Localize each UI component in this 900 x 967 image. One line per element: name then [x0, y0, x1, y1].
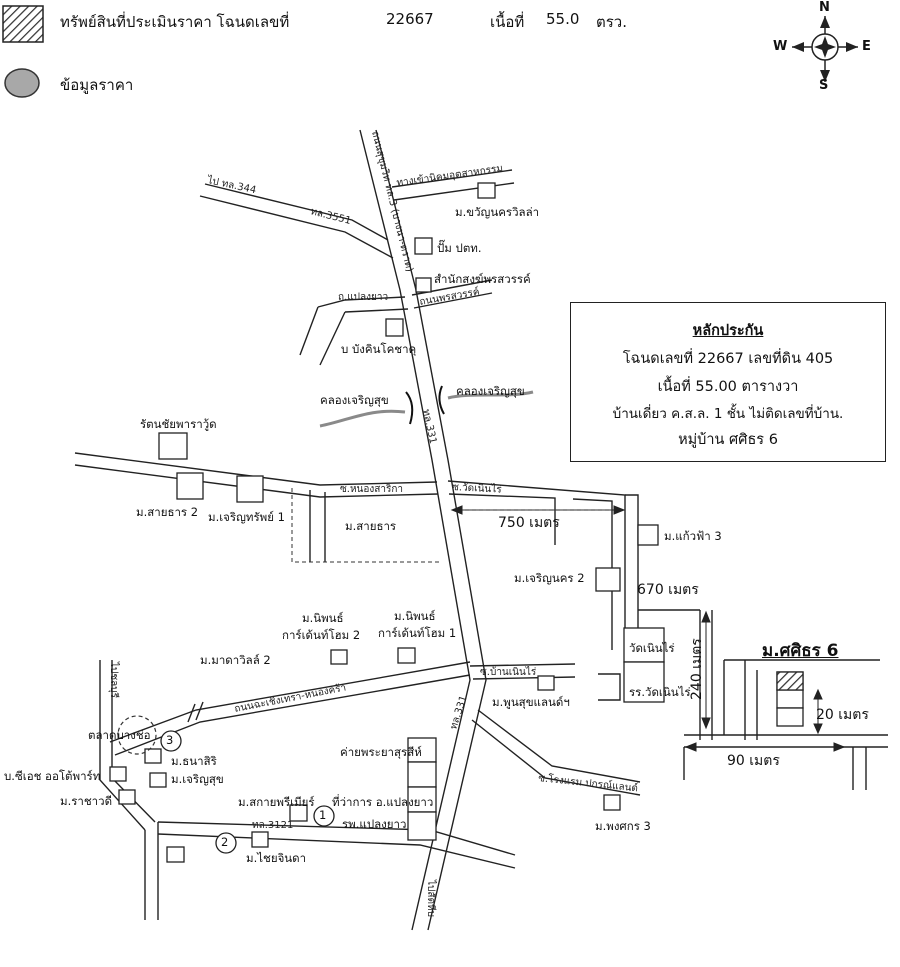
label-market: ตลาดบางช่อ	[88, 728, 151, 742]
compass-w: W	[773, 39, 788, 54]
label-m-kaewfa3: ม.แก้วฟ้า 3	[664, 529, 722, 543]
collateral-building: บ้านเดี่ยว ค.ส.ล. 1 ชั้น ไม่ติดเลขที่บ้า…	[612, 406, 844, 422]
label-wat-noen-rai: วัดเนินไร่	[629, 641, 675, 655]
label-m-saithan: ม.สายธาร	[345, 519, 397, 533]
label-m-charoen-nakhon2: ม.เจริญนคร 2	[514, 571, 585, 585]
market-marker	[117, 715, 157, 755]
collateral-deed: โฉนดเลขที่ 22667 เลขที่ดิน 405	[622, 351, 834, 367]
main-road-right-edge	[375, 129, 487, 931]
label-bc-auto: บ.ซีเอช ออโต้พาร์ท	[4, 769, 101, 783]
area-value: 55.0	[546, 10, 580, 28]
label-rattanachai: รัตนชัยพาราวู้ด	[140, 417, 217, 431]
distance-240m: 240 เมตร	[689, 638, 705, 700]
label-m-chaichinda: ม.ไชยจินดา	[246, 851, 307, 865]
label-m-rachawadi: ม.ราชาวดี	[60, 794, 113, 808]
road-label-tl331-a: ทล.331	[420, 408, 438, 445]
collateral-village: หมู่บ้าน ศศิธร 6	[678, 432, 778, 448]
label-m-phunsuk: ม.พูนสุขแลนด์ฯ	[492, 695, 570, 709]
road-label-wat-noen-rai: ซ.วัดเนินไร่	[452, 481, 503, 496]
price-data-label: ข้อมูลราคา	[60, 76, 134, 94]
subject-property-legend-swatch	[2, 5, 44, 43]
label-canal-right: คลองเจริญสุข	[456, 384, 525, 398]
label-m-phongsakon3: ม.พงศกร 3	[595, 819, 651, 833]
marker-2-number: 2	[221, 835, 229, 849]
compass-n: N	[819, 0, 830, 15]
label-pump: ปั๊ม ปตท.	[437, 241, 482, 255]
label-m-niphon2-b: การ์เด้นท์โฮม 2	[282, 628, 361, 642]
label-m-khwan: ม.ขวัญนครวิลล่า	[455, 205, 540, 219]
road-label-rongraem: ซ.โรงแรม ปกรณ์แลนด์	[538, 771, 639, 794]
subject-property-label: ทรัพย์สินที่ประเมินราคา โฉนดเลขที่	[60, 13, 290, 31]
canal-right	[447, 390, 534, 400]
area-unit: ตรว.	[596, 13, 627, 31]
road-label-ban-noen-rai: ซ.บ้านเนินไร่	[480, 666, 537, 678]
label-school: รร.วัดเนินไร่	[629, 685, 691, 699]
compass-s: S	[819, 78, 829, 93]
distance-670m: 670 เมตร	[637, 582, 699, 598]
label-project: ม.ศศิธร 6	[762, 641, 839, 661]
label-m-charoensuk: ม.เจริญสุข	[171, 772, 224, 786]
marker-3-number: 3	[166, 733, 174, 747]
label-m-niphon1-a: ม.นิพนธ์	[394, 609, 436, 623]
collateral-area: เนื้อที่ 55.00 ตารางวา	[657, 379, 799, 395]
price-point-2	[215, 832, 237, 854]
price-point-3	[160, 730, 182, 752]
collateral-info-box: หลักประกัน โฉนดเลขที่ 22667 เลขที่ดิน 40…	[570, 302, 886, 462]
distance-20m: 20 เมตร	[816, 707, 869, 723]
road-label-tl3551: ทล.3551	[309, 206, 352, 227]
distance-750m: 750 เมตร	[498, 515, 560, 531]
road-label-main-south: ไปสัตหีบ	[425, 879, 437, 917]
label-office: สำนักสงฆ์พรสวรรค์	[434, 272, 531, 286]
label-m-saithan2: ม.สายธาร 2	[136, 505, 199, 519]
label-hospital: รพ.แปลงยาว	[342, 817, 407, 831]
marker-1-number: 1	[319, 808, 327, 822]
road-label-main-north: ถนนสุขุมวิท ทล.3 (บางนา-ตราด)	[369, 130, 415, 273]
distance-90m: 90 เมตร	[727, 753, 780, 769]
road-label-west-north: ไปชลบุรี	[108, 661, 120, 699]
label-camp: ค่ายพระยาสุรสีห์	[340, 745, 422, 759]
label-m-niphon1-b: การ์เด้นท์โฮม 1	[378, 626, 457, 640]
subject-property-plot	[776, 671, 804, 691]
compass-e: E	[862, 39, 871, 54]
price-data-legend-circle	[4, 68, 40, 98]
road-label-tl3121: ทล.3121	[252, 820, 293, 831]
main-road-left-edge	[359, 129, 471, 931]
area-label: เนื้อที่	[490, 13, 525, 31]
label-m-sakai: ม.สกายพรีเมียร์	[238, 795, 315, 809]
road-label-chachoengsao: ถนนฉะเชิงเทรา-หนองคร้า	[233, 681, 347, 714]
label-m-charoen-sap1: ม.เจริญทรัพย์ 1	[208, 510, 285, 524]
label-district: ที่ว่าการ อ.แปลงยาว	[332, 795, 434, 809]
road-label-plaeng-yao: ถ.แปลงยาว	[338, 292, 388, 303]
price-point-1	[313, 805, 335, 827]
label-m-niphon2-a: ม.นิพนธ์	[302, 611, 344, 625]
label-m-thanasiri: ม.ธนาสิริ	[171, 754, 217, 768]
canal-left	[319, 409, 406, 428]
road-label-tl331-b: ทล.331	[448, 694, 469, 731]
deed-number: 22667	[386, 10, 434, 28]
road-label-nong-sarika: ซ.หนองสาริกา	[340, 484, 403, 495]
label-bo-bangkhin: บ บังคินโคชาคุ	[341, 342, 417, 356]
road-label-to-tl344: ไป ทล.344	[205, 174, 257, 196]
label-m-mada2: ม.มาดาวิลล์ 2	[200, 653, 271, 667]
compass-rose-icon	[792, 16, 858, 82]
collateral-title: หลักประกัน	[692, 323, 764, 339]
label-canal-left: คลองเจริญสุข	[320, 393, 389, 407]
